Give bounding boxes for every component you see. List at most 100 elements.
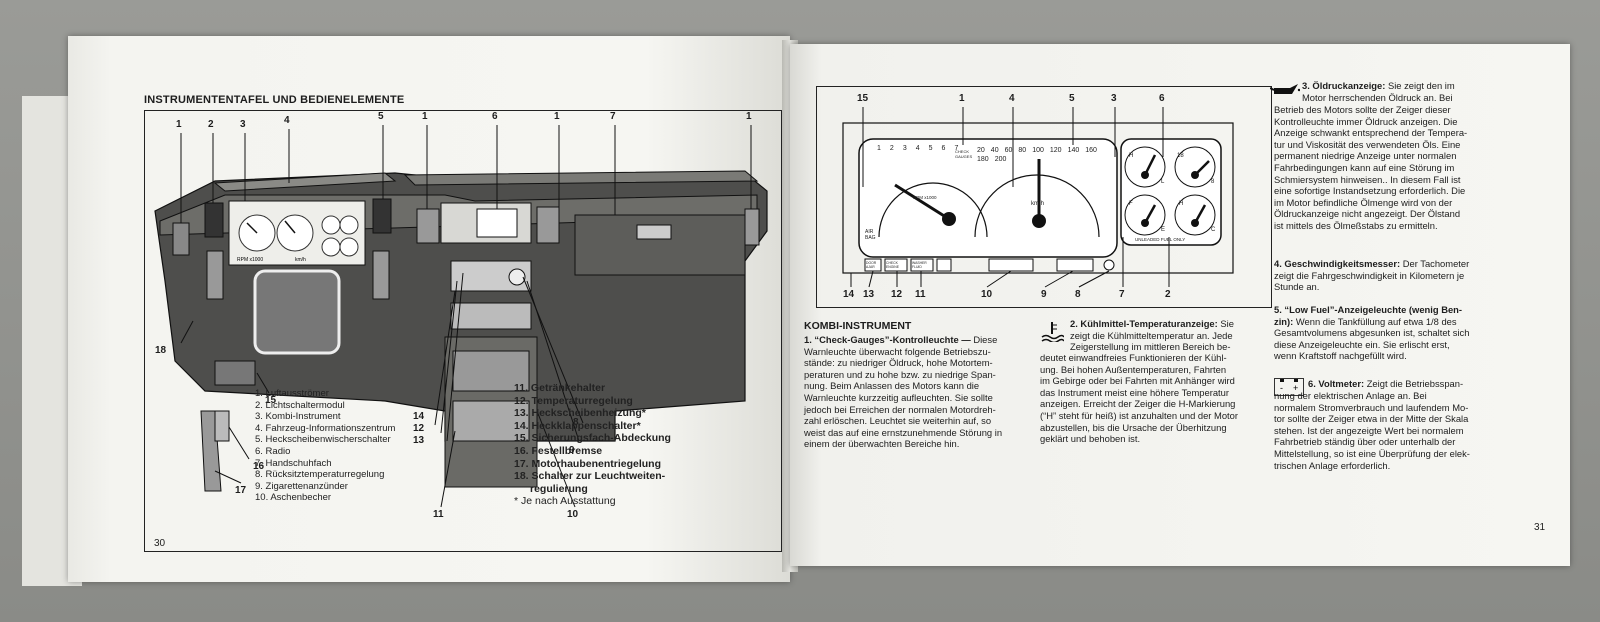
legend-item: 13. Heckscheibenheizung* (514, 407, 646, 420)
page-number-right: 31 (1534, 522, 1546, 533)
oil-h: H (1129, 153, 1134, 159)
washer-fluid-label: WASHER FLUID (912, 261, 927, 269)
legend-list-right: 11. Getränkehalter 12. Temperaturregelun… (514, 382, 671, 508)
section-title: KOMBI-INSTRUMENT (804, 320, 912, 332)
cluster-callout-1: 1 (959, 93, 965, 104)
cluster-callout-14: 14 (843, 289, 855, 300)
coolant-temp-icon (1040, 320, 1065, 344)
callout-7: 7 (610, 111, 616, 122)
callout-1c: 1 (554, 111, 560, 122)
volt-8: 8 (1211, 179, 1215, 185)
callout-1d: 1 (746, 111, 752, 122)
legend-item: 15. Sicherungsfach-Abdeckung (514, 432, 671, 445)
cluster-illustration (842, 107, 1234, 288)
cluster-callout-4: 4 (1009, 93, 1015, 104)
svg-text:+: + (1293, 383, 1298, 393)
callout-17: 17 (235, 485, 247, 496)
callout-3: 3 (240, 119, 246, 130)
cluster-callout-15: 15 (857, 93, 869, 104)
text-speedometer: 4. Geschwindigkeitsmesser: Der Tachomete… (1274, 258, 1470, 293)
cluster-callout-8: 8 (1075, 289, 1081, 300)
footnote: * Je nach Ausstattung (514, 495, 616, 508)
left-page-title: INSTRUMENTENTAFEL UND BEDIENELEMENTE (144, 94, 405, 106)
door-ajar-label: DOOR AJAR (866, 261, 877, 269)
check-engine-label: CHECK ENGINE (886, 261, 899, 269)
callout-16: 16 (253, 461, 265, 472)
fuel-f: F (1129, 201, 1133, 207)
fuel-e: E (1161, 227, 1166, 233)
volt-18: 18 (1177, 153, 1184, 159)
cluster-callout-9: 9 (1041, 289, 1047, 300)
check-gauges-label: CHECK GAUGES (955, 149, 973, 159)
cluster-callout-7: 7 (1119, 289, 1125, 300)
text-voltmeter-cont: nung der elektrischen Anlage an. Bei nor… (1274, 390, 1470, 471)
text-coolant-cont: deutet einwandfreies Funktionieren der K… (1040, 352, 1239, 445)
legend-item: 9. Zigarettenanzünder (255, 480, 348, 492)
legend-item: 16. Festellbremse (514, 444, 603, 457)
legend-item: regulierung (530, 482, 588, 495)
dashboard-illustration-frame: RPM x1000 km/h (144, 110, 782, 552)
temp-h: H (1179, 201, 1184, 207)
callout-6: 6 (492, 111, 498, 122)
legend-item: 8. Rücksitztemperaturregelung (255, 469, 385, 481)
battery-icon: -+ (1274, 378, 1304, 396)
airbag-label: AIR BAG (865, 229, 876, 241)
callout-4: 4 (284, 115, 290, 126)
legend-list-left: 1. Luftausströmer 2. Lichtschaltermodul … (255, 388, 395, 504)
oil-can-icon (1269, 80, 1301, 100)
callout-9: 9 (569, 445, 575, 456)
legend-item: 4. Fahrzeug-Informationszentrum (255, 422, 396, 434)
legend-item: 1. Luftausströmer (255, 388, 329, 399)
callout-18: 18 (155, 345, 167, 356)
cluster-callout-2: 2 (1165, 289, 1171, 300)
dashboard-illustration: RPM x1000 km/h (154, 125, 768, 508)
legend-item: 7. Handschuhfach (255, 457, 332, 469)
text-coolant: 2. Kühlmittel-Temperaturanzeige: Sie zei… (1070, 318, 1234, 353)
cluster-kmh-label: km/h (295, 257, 306, 263)
text-check-gauges: 1. “Check-Gauges”-Kontrolleuchte — Diese… (804, 334, 1003, 450)
rpm-label: RPM x1000 (913, 195, 937, 200)
cluster-callout-12: 12 (891, 289, 903, 300)
cluster-callout-11: 11 (915, 289, 926, 300)
legend-item: 12. Temperaturregelung (514, 394, 633, 407)
text-oil-pressure-cont: Betrieb des Motors sollte der Zeiger die… (1274, 104, 1468, 231)
callout-2: 2 (208, 119, 214, 130)
callout-1b: 1 (422, 111, 428, 122)
cluster-callout-13: 13 (863, 289, 875, 300)
callout-11: 11 (433, 509, 444, 520)
kmh-label: km/h (1031, 201, 1045, 207)
callout-10: 10 (567, 509, 579, 520)
svg-text:-: - (1280, 383, 1283, 393)
cluster-illustration-frame: 15 1 4 5 3 6 14 13 12 11 10 9 8 7 2 1 2 … (816, 86, 1272, 308)
legend-item: 6. Radio (255, 445, 291, 457)
left-page: INSTRUMENTENTAFEL UND BEDIENELEMENTE (68, 36, 790, 582)
cluster-callout-3: 3 (1111, 93, 1117, 104)
legend-item: 17. Motorhaubenentriegelung (514, 457, 662, 470)
text-oil-pressure: 3. Öldruckanzeige: Sie zeigt den im Moto… (1302, 80, 1455, 103)
callout-15: 15 (265, 395, 277, 406)
legend-item: 10. Aschenbecher (255, 492, 332, 504)
legend-item: 18. Schalter zur Leuchtweiten- (514, 470, 666, 483)
speed-scale: 20 40 60 80 100 120 140 160 180 200 (977, 147, 1097, 163)
callout-5: 5 (378, 111, 384, 122)
legend-item: 5. Heckscheibenwischerschalter (255, 434, 391, 446)
oil-l: L (1161, 179, 1165, 185)
legend-item: 3. Kombi-Instrument (255, 411, 341, 423)
text-low-fuel: 5. “Low Fuel”-Anzeigeleuchte (wenig Ben-… (1274, 304, 1470, 362)
cluster-callout-10: 10 (981, 289, 993, 300)
callout-1: 1 (176, 119, 182, 130)
callout-8: 8 (573, 417, 579, 428)
legend-item: 11. Getränkehalter (514, 382, 606, 394)
legend-item: 2. Lichtschaltermodul (255, 399, 345, 411)
callout-13: 13 (413, 435, 425, 446)
callout-14: 14 (413, 411, 425, 422)
right-page: 15 1 4 5 3 6 14 13 12 11 10 9 8 7 2 1 2 … (790, 44, 1570, 566)
temp-c: C (1211, 227, 1216, 233)
text-voltmeter: 6. Voltmeter: Zeigt die Betriebsspan- (1308, 378, 1464, 389)
legend-item: 14. Heckklappenschalter* (514, 419, 641, 432)
tach-scale: 1 2 3 4 5 6 7 (877, 145, 959, 152)
cluster-callout-5: 5 (1069, 93, 1075, 104)
page-number-left: 30 (154, 538, 166, 549)
cluster-rpm-label: RPM x1000 (237, 257, 263, 263)
